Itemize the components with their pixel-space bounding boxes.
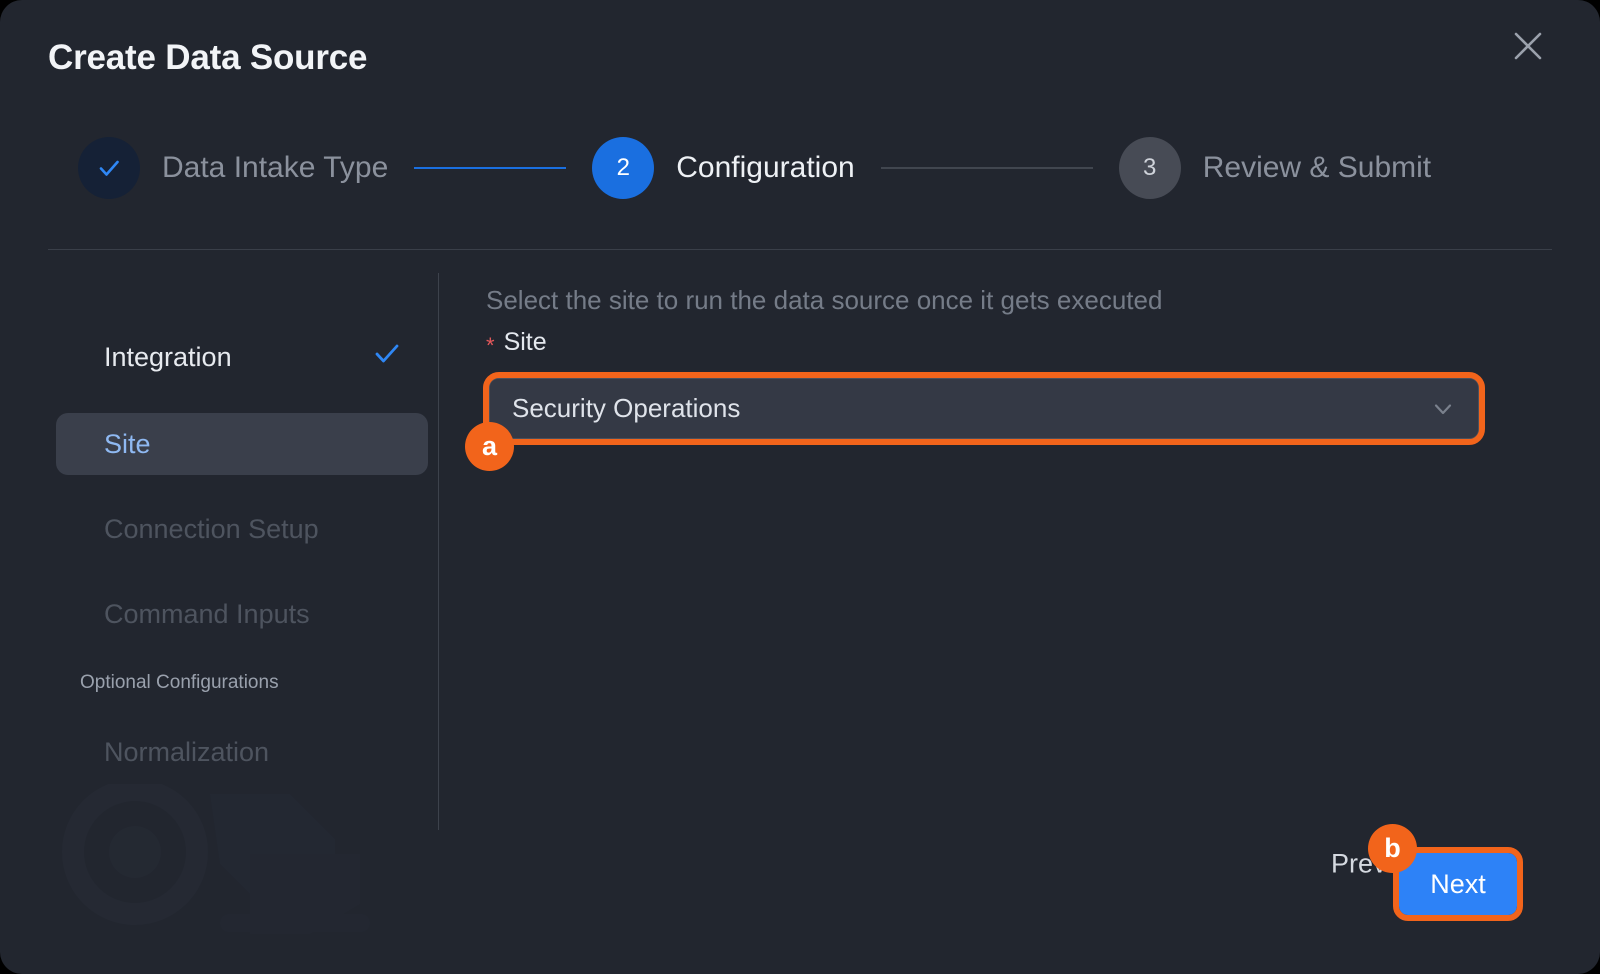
spacer <box>56 388 428 413</box>
sidebar-section-optional-configurations: Optional Configurations <box>80 672 279 693</box>
next-button[interactable]: Next <box>1399 853 1517 915</box>
sidebar-item-integration[interactable]: Integration <box>56 326 428 388</box>
check-icon <box>372 339 402 375</box>
step-2-label: Configuration <box>676 151 855 184</box>
step-3-circle: 3 <box>1118 137 1181 199</box>
sidebar-item-label: Normalization <box>104 736 270 767</box>
sidebar-item-label: Site <box>104 428 151 459</box>
panel-description: Select the site to run the data source o… <box>486 285 1163 315</box>
site-select[interactable]: Security Operations <box>489 378 1479 439</box>
close-icon <box>1514 32 1542 60</box>
spacer <box>56 698 428 721</box>
annotation-badge-b: b <box>1368 824 1417 873</box>
sidebar-item-label: Connection Setup <box>104 513 319 544</box>
step-connector-1 <box>414 167 567 169</box>
sidebar-divider <box>438 273 439 830</box>
step-review-submit[interactable]: 3 Review & Submit <box>1118 137 1432 199</box>
sidebar-item-normalization: Normalization <box>56 721 428 783</box>
site-select-value: Security Operations <box>512 393 741 423</box>
step-data-intake-type[interactable]: Data Intake Type <box>78 137 388 199</box>
close-button[interactable] <box>1508 26 1548 66</box>
page-title: Create Data Source <box>48 38 368 77</box>
sidebar-item-label: Command Inputs <box>104 598 310 629</box>
header-divider <box>48 249 1552 250</box>
sidebar-item-command-inputs: Command Inputs <box>56 583 428 645</box>
step-1-circle <box>78 137 140 199</box>
step-3-label: Review & Submit <box>1202 151 1432 184</box>
step-1-label: Data Intake Type <box>162 151 389 184</box>
step-configuration[interactable]: 2 Configuration <box>592 137 855 199</box>
wizard-stepper: Data Intake Type 2 Configuration 3 Revie… <box>78 137 1431 199</box>
step-2-circle: 2 <box>592 137 655 199</box>
spacer <box>56 560 428 583</box>
spacer <box>56 645 428 668</box>
check-icon <box>99 160 119 176</box>
required-asterisk: * <box>486 333 495 358</box>
annotation-badge-a: a <box>465 422 514 471</box>
sidebar-item-connection-setup: Connection Setup <box>56 498 428 560</box>
background-watermark-logo <box>62 784 370 934</box>
site-field-label-text: Site <box>503 328 547 356</box>
sidebar-item-site[interactable]: Site <box>56 413 428 475</box>
spacer <box>56 475 428 498</box>
step-connector-2 <box>880 167 1093 169</box>
chevron-down-icon <box>1430 396 1456 422</box>
sidebar-item-label: Integration <box>104 341 232 372</box>
site-field-label: * Site <box>486 328 547 358</box>
config-sidebar: Integration Site Connection Setup Comman… <box>56 326 428 783</box>
